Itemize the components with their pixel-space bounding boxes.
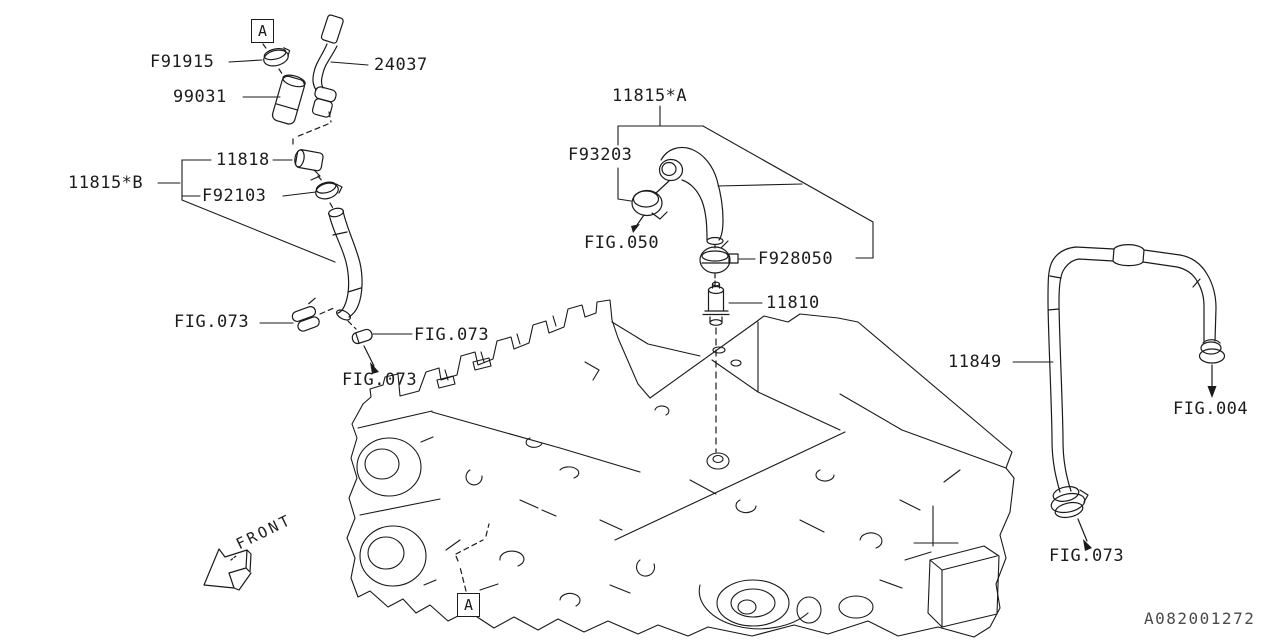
part-label-f91915: F91915 xyxy=(150,52,215,72)
part-label-11815-a: 11815*A xyxy=(612,86,688,106)
view-a-locator-dashes xyxy=(455,523,490,592)
figure-ref-fig073-arrow: FIG.073 xyxy=(342,370,418,390)
figure-ref-fig050: FIG.050 xyxy=(584,233,660,253)
front-arrow-icon xyxy=(203,548,252,591)
figure-ref-fig073-mid: FIG.073 xyxy=(414,325,490,345)
view-marker-a-top: A xyxy=(251,19,274,43)
part-label-11849: 11849 xyxy=(948,352,1002,372)
part-label-11810: 11810 xyxy=(766,293,820,313)
part-label-f92103: F92103 xyxy=(202,186,267,206)
hose-assembly-b-art xyxy=(262,14,379,374)
part-label-11815-b: 11815*B xyxy=(68,173,144,193)
figure-ref-fig073-right: FIG.073 xyxy=(1049,546,1125,566)
figure-ref-fig073-left: FIG.073 xyxy=(174,312,250,332)
hose-assembly-a-art xyxy=(617,105,874,453)
part-label-f928050: F928050 xyxy=(758,249,834,269)
part-label-f93203: F93203 xyxy=(568,145,633,165)
engine-block-illustration xyxy=(346,299,1015,638)
figure-ref-fig004: FIG.004 xyxy=(1173,399,1249,419)
view-marker-a-bottom: A xyxy=(457,593,480,617)
document-number: A082001272 xyxy=(1144,609,1256,628)
part-label-99031: 99031 xyxy=(173,87,227,107)
part-label-11818: 11818 xyxy=(216,150,270,170)
hose-11849-art xyxy=(1012,244,1226,551)
part-label-24037: 24037 xyxy=(374,55,428,75)
leader-lines-left xyxy=(157,59,413,335)
